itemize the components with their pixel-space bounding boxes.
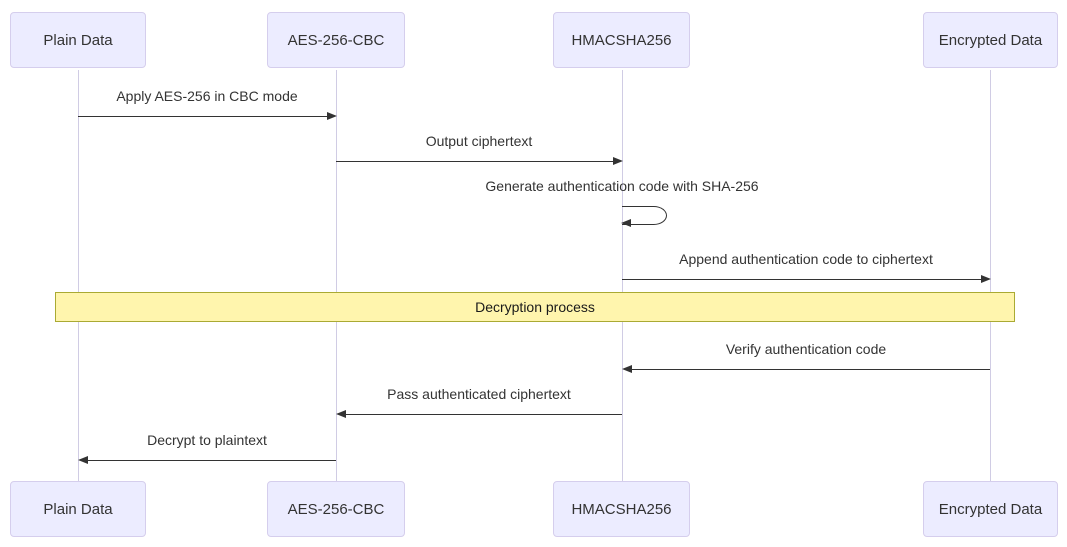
actor-bottom-aes-256-cbc: AES-256-CBC xyxy=(267,481,405,537)
actor-top-plain-data: Plain Data xyxy=(10,12,146,68)
actor-label: AES-256-CBC xyxy=(287,500,385,518)
arrowhead-left-icon xyxy=(622,365,632,373)
message-label-append-auth-code: Append authentication code to ciphertext xyxy=(679,251,933,267)
actor-top-hmacsha256: HMACSHA256 xyxy=(553,12,690,68)
actor-label: Encrypted Data xyxy=(938,500,1043,518)
message-line xyxy=(345,414,622,415)
actor-label: HMACSHA256 xyxy=(571,31,672,49)
note-label: Decryption process xyxy=(475,299,595,315)
message-line xyxy=(622,279,982,280)
actor-label: HMACSHA256 xyxy=(571,500,672,518)
note-decryption-process: Decryption process xyxy=(55,292,1015,322)
arrowhead-left-icon xyxy=(336,410,346,418)
message-label-verify-auth-code: Verify authentication code xyxy=(725,341,887,357)
actor-top-encrypted-data: Encrypted Data xyxy=(923,12,1058,68)
lifeline-plain-data xyxy=(78,70,79,482)
actor-bottom-encrypted-data: Encrypted Data xyxy=(923,481,1058,537)
message-label-output-ciphertext: Output ciphertext xyxy=(425,133,533,149)
message-line xyxy=(78,116,328,117)
message-label-generate-auth-code: Generate authentication code with SHA-25… xyxy=(485,178,759,194)
self-loop-arc xyxy=(622,206,667,225)
lifeline-hmacsha256 xyxy=(622,70,623,482)
actor-label: Plain Data xyxy=(43,31,113,49)
arrowhead-left-icon xyxy=(78,456,88,464)
actor-top-aes-256-cbc: AES-256-CBC xyxy=(267,12,405,68)
message-label-pass-ciphertext: Pass authenticated ciphertext xyxy=(387,386,571,402)
message-line xyxy=(87,460,336,461)
message-line xyxy=(631,369,990,370)
actor-label: AES-256-CBC xyxy=(287,31,385,49)
actor-bottom-plain-data: Plain Data xyxy=(10,481,146,537)
arrowhead-left-icon xyxy=(621,219,631,227)
actor-label: Encrypted Data xyxy=(938,31,1043,49)
actor-label: Plain Data xyxy=(43,500,113,518)
message-label-decrypt-plaintext: Decrypt to plaintext xyxy=(147,432,267,448)
actor-bottom-hmacsha256: HMACSHA256 xyxy=(553,481,690,537)
lifeline-aes-256-cbc xyxy=(336,70,337,482)
arrowhead-right-icon xyxy=(981,275,991,283)
arrowhead-right-icon xyxy=(327,112,337,120)
message-line xyxy=(336,161,614,162)
message-label-apply-aes: Apply AES-256 in CBC mode xyxy=(116,88,298,104)
arrowhead-right-icon xyxy=(613,157,623,165)
